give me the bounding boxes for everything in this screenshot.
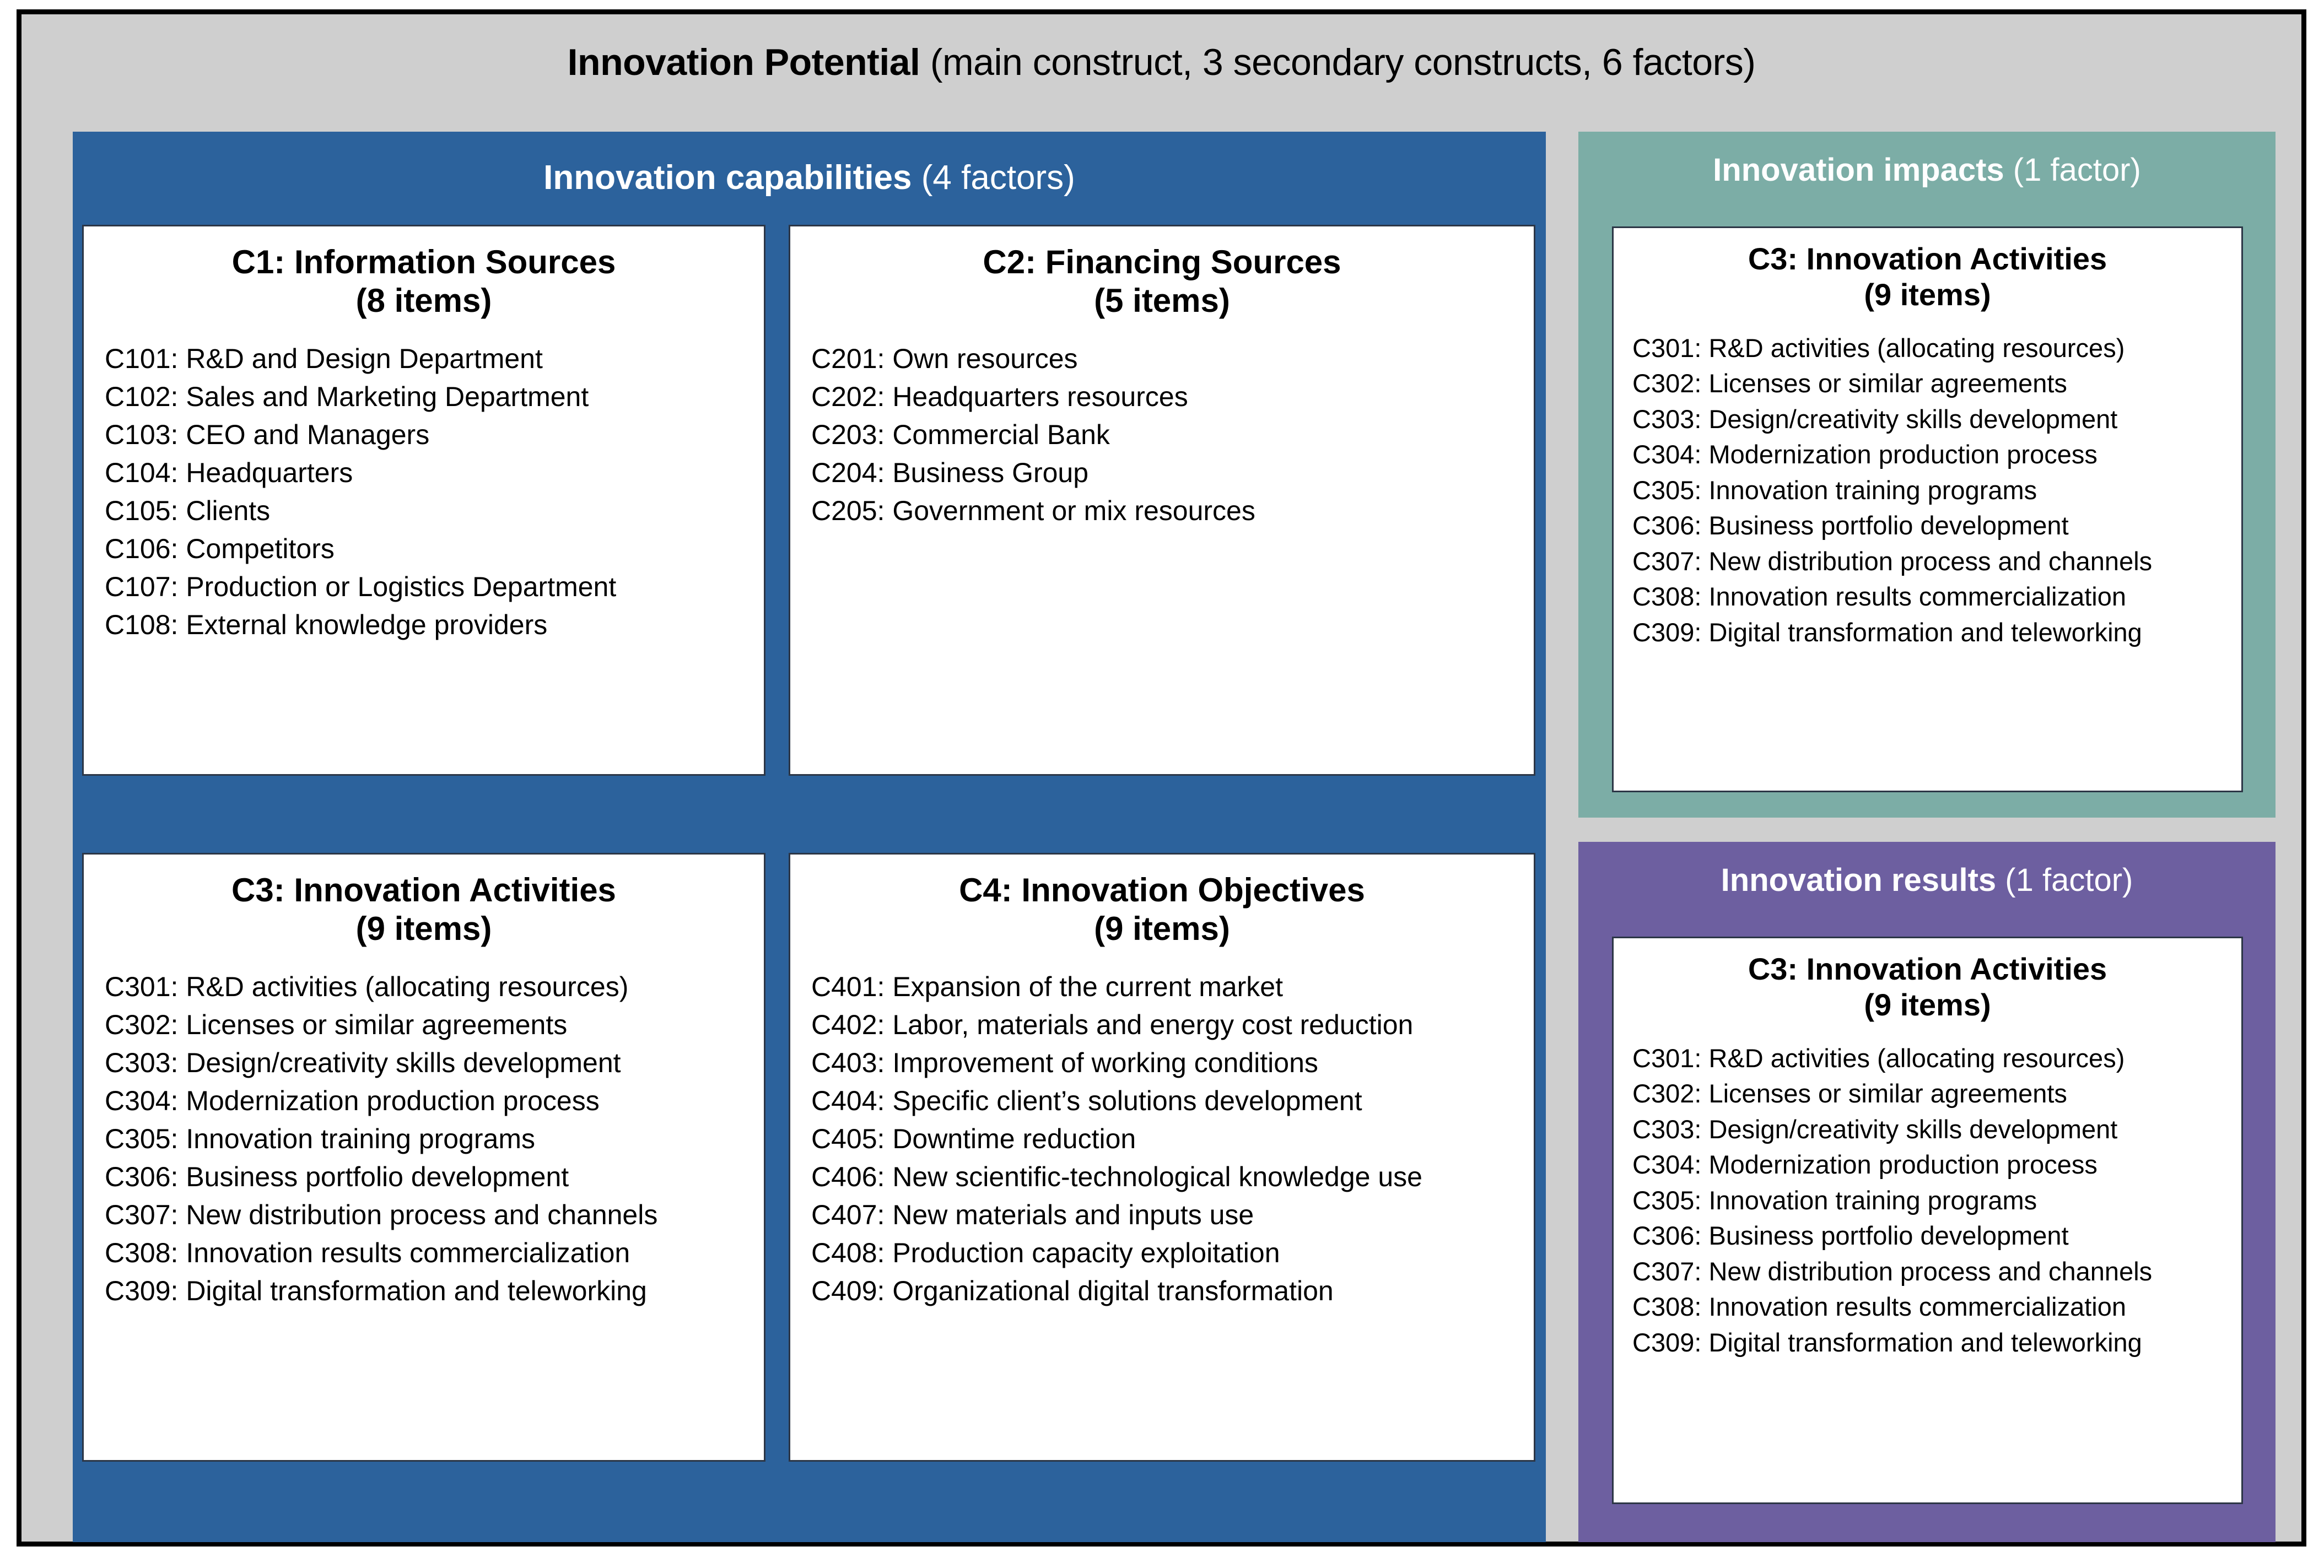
list-item: C305: Innovation training programs bbox=[1632, 475, 2037, 505]
list-item: C406: New scientific-technological knowl… bbox=[811, 1161, 1422, 1193]
list-item: C401: Expansion of the current market bbox=[811, 971, 1284, 1003]
card-c3c-title-line1: C3: Innovation Activities bbox=[1748, 951, 2107, 986]
card-c1-item-list: C101: R&D and Design Department C102: Sa… bbox=[84, 320, 764, 641]
panel-heading-innovation-capabilities: Innovation capabilities (4 factors) bbox=[73, 159, 1546, 197]
list-item: C105: Clients bbox=[105, 495, 271, 527]
card-c1-title-line1: C1: Information Sources bbox=[231, 244, 616, 280]
list-item: C409: Organizational digital transformat… bbox=[811, 1275, 1334, 1307]
panel-heading-innovation-impacts: Innovation impacts (1 factor) bbox=[1578, 153, 2276, 188]
main-construct-title: Innovation Potential (main construct, 3 … bbox=[21, 42, 2301, 83]
card-c4-title: C4: Innovation Objectives (9 items) bbox=[790, 855, 1534, 948]
card-c3a-title-line2: (9 items) bbox=[355, 910, 492, 947]
panel-heading-impacts-detail: (1 factor) bbox=[2004, 152, 2141, 188]
list-item: C402: Labor, materials and energy cost r… bbox=[811, 1009, 1414, 1041]
panel-heading-innovation-results: Innovation results (1 factor) bbox=[1578, 863, 2276, 898]
list-item: C306: Business portfolio development bbox=[1632, 1221, 2069, 1251]
card-c3c-title-line2: (9 items) bbox=[1864, 987, 1991, 1022]
card-c3-innovation-activities-impacts: C3: Innovation Activities (9 items) C301… bbox=[1612, 226, 2243, 792]
list-item: C106: Competitors bbox=[105, 533, 335, 565]
list-item: C404: Specific client’s solutions develo… bbox=[811, 1085, 1362, 1117]
list-item: C102: Sales and Marketing Department bbox=[105, 381, 589, 413]
list-item: C308: Innovation results commercializati… bbox=[1632, 582, 2127, 612]
list-item: C104: Headquarters bbox=[105, 457, 353, 489]
card-c4-innovation-objectives: C4: Innovation Objectives (9 items) C401… bbox=[789, 853, 1535, 1462]
list-item: C304: Modernization production process bbox=[105, 1085, 600, 1117]
list-item: C204: Business Group bbox=[811, 457, 1089, 489]
card-c3b-title-line1: C3: Innovation Activities bbox=[1748, 241, 2107, 276]
list-item: C303: Design/creativity skills developme… bbox=[1632, 1114, 2118, 1144]
panel-heading-capabilities-detail: (4 factors) bbox=[912, 159, 1075, 197]
card-c2-title-line2: (5 items) bbox=[1094, 282, 1230, 319]
card-c3c-item-list: C301: R&D activities (allocating resourc… bbox=[1614, 1023, 2241, 1358]
list-item: C203: Commercial Bank bbox=[811, 419, 1110, 451]
list-item: C306: Business portfolio development bbox=[105, 1161, 569, 1193]
list-item: C201: Own resources bbox=[811, 343, 1078, 375]
panel-heading-capabilities-strong: Innovation capabilities bbox=[543, 159, 912, 197]
list-item: C108: External knowledge providers bbox=[105, 609, 548, 641]
list-item: C303: Design/creativity skills developme… bbox=[1632, 404, 2118, 434]
card-c1-information-sources: C1: Information Sources (8 items) C101: … bbox=[82, 225, 765, 776]
main-construct-title-strong: Innovation Potential bbox=[567, 41, 920, 83]
list-item: C309: Digital transformation and telewor… bbox=[105, 1275, 647, 1307]
panel-heading-impacts-strong: Innovation impacts bbox=[1713, 152, 2004, 188]
list-item: C309: Digital transformation and telewor… bbox=[1632, 1327, 2142, 1357]
list-item: C307: New distribution process and chann… bbox=[1632, 1256, 2153, 1286]
card-c3-innovation-activities-results: C3: Innovation Activities (9 items) C301… bbox=[1612, 937, 2243, 1504]
list-item: C403: Improvement of working conditions bbox=[811, 1047, 1318, 1079]
card-c1-title: C1: Information Sources (8 items) bbox=[84, 226, 764, 320]
card-c1-title-line2: (8 items) bbox=[355, 282, 492, 319]
list-item: C202: Headquarters resources bbox=[811, 381, 1188, 413]
card-c4-item-list: C401: Expansion of the current market C4… bbox=[790, 948, 1534, 1307]
list-item: C205: Government or mix resources bbox=[811, 495, 1255, 527]
card-c2-title-line1: C2: Financing Sources bbox=[983, 244, 1341, 280]
list-item: C407: New materials and inputs use bbox=[811, 1199, 1254, 1231]
card-c3a-title-line1: C3: Innovation Activities bbox=[231, 872, 616, 909]
card-c4-title-line1: C4: Innovation Objectives bbox=[959, 872, 1365, 909]
list-item: C308: Innovation results commercializati… bbox=[105, 1237, 630, 1269]
list-item: C301: R&D activities (allocating resourc… bbox=[1632, 333, 2125, 363]
list-item: C303: Design/creativity skills developme… bbox=[105, 1047, 621, 1079]
list-item: C107: Production or Logistics Department bbox=[105, 571, 617, 603]
list-item: C302: Licenses or similar agreements bbox=[1632, 1079, 2067, 1109]
list-item: C307: New distribution process and chann… bbox=[105, 1199, 658, 1231]
card-c3a-title: C3: Innovation Activities (9 items) bbox=[84, 855, 764, 948]
panel-heading-results-detail: (1 factor) bbox=[1996, 862, 2133, 898]
list-item: C309: Digital transformation and telewor… bbox=[1632, 617, 2142, 647]
list-item: C301: R&D activities (allocating resourc… bbox=[1632, 1043, 2125, 1073]
list-item: C305: Innovation training programs bbox=[1632, 1185, 2037, 1215]
card-c2-title: C2: Financing Sources (5 items) bbox=[790, 226, 1534, 320]
list-item: C101: R&D and Design Department bbox=[105, 343, 543, 375]
list-item: C304: Modernization production process bbox=[1632, 440, 2097, 469]
card-c3-innovation-activities-capabilities: C3: Innovation Activities (9 items) C301… bbox=[82, 853, 765, 1462]
list-item: C305: Innovation training programs bbox=[105, 1123, 536, 1155]
card-c4-title-line2: (9 items) bbox=[1094, 910, 1230, 947]
list-item: C308: Innovation results commercializati… bbox=[1632, 1292, 2127, 1322]
diagram-outer-frame: Innovation Potential (main construct, 3 … bbox=[17, 9, 2306, 1547]
list-item: C405: Downtime reduction bbox=[811, 1123, 1136, 1155]
list-item: C103: CEO and Managers bbox=[105, 419, 430, 451]
card-c3b-title-line2: (9 items) bbox=[1864, 277, 1991, 312]
list-item: C307: New distribution process and chann… bbox=[1632, 546, 2153, 576]
list-item: C408: Production capacity exploitation bbox=[811, 1237, 1280, 1269]
list-item: C304: Modernization production process bbox=[1632, 1150, 2097, 1180]
card-c2-financing-sources: C2: Financing Sources (5 items) C201: Ow… bbox=[789, 225, 1535, 776]
list-item: C302: Licenses or similar agreements bbox=[105, 1009, 568, 1041]
card-c3b-item-list: C301: R&D activities (allocating resourc… bbox=[1614, 313, 2241, 647]
card-c3a-item-list: C301: R&D activities (allocating resourc… bbox=[84, 948, 764, 1307]
list-item: C306: Business portfolio development bbox=[1632, 511, 2069, 540]
panel-heading-results-strong: Innovation results bbox=[1721, 862, 1997, 898]
list-item: C301: R&D activities (allocating resourc… bbox=[105, 971, 629, 1003]
card-c2-item-list: C201: Own resources C202: Headquarters r… bbox=[790, 320, 1534, 527]
list-item: C302: Licenses or similar agreements bbox=[1632, 369, 2067, 398]
card-c3b-title: C3: Innovation Activities (9 items) bbox=[1614, 228, 2241, 313]
card-c3c-title: C3: Innovation Activities (9 items) bbox=[1614, 938, 2241, 1023]
main-construct-title-detail: (main construct, 3 secondary constructs,… bbox=[920, 41, 1756, 83]
